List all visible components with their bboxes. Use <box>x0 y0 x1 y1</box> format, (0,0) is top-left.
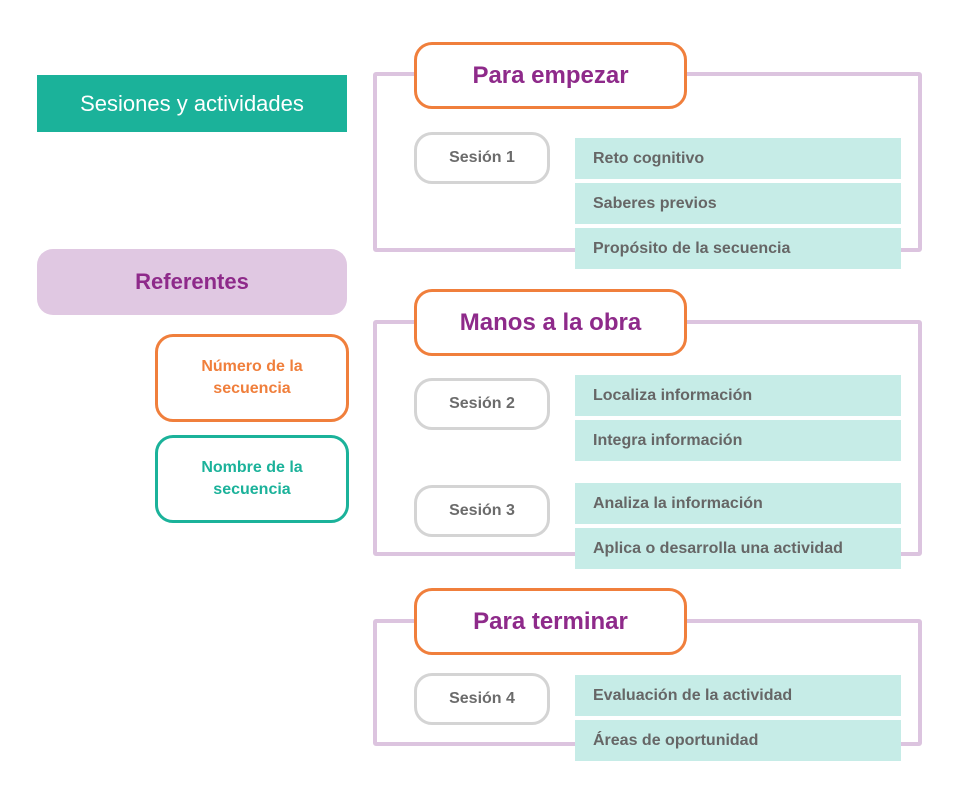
referents-banner: Referentes <box>37 249 347 315</box>
activity-proposito-secuencia: Propósito de la secuencia <box>575 228 901 269</box>
activity-aplica-desarrolla: Aplica o desarrolla una actividad <box>575 528 901 569</box>
section-title-para-empezar: Para empezar <box>414 42 687 109</box>
activity-reto-cognitivo: Reto cognitivo <box>575 138 901 179</box>
activity-saberes-previos: Saberes previos <box>575 183 901 224</box>
activity-localiza-informacion: Localiza información <box>575 375 901 416</box>
session-3-pill: Sesión 3 <box>414 485 550 537</box>
session-4-pill: Sesión 4 <box>414 673 550 725</box>
activity-areas-oportunidad: Áreas de oportunidad <box>575 720 901 761</box>
sessions-activities-banner: Sesiones y actividades <box>37 75 347 132</box>
session-1-pill: Sesión 1 <box>414 132 550 184</box>
section-title-para-terminar: Para terminar <box>414 588 687 655</box>
activity-analiza-informacion: Analiza la información <box>575 483 901 524</box>
sequence-number-box: Número de la secuencia <box>155 334 349 422</box>
sequence-name-box: Nombre de la secuencia <box>155 435 349 523</box>
activity-integra-informacion: Integra información <box>575 420 901 461</box>
session-2-pill: Sesión 2 <box>414 378 550 430</box>
section-title-manos-a-la-obra: Manos a la obra <box>414 289 687 356</box>
activity-evaluacion: Evaluación de la actividad <box>575 675 901 716</box>
